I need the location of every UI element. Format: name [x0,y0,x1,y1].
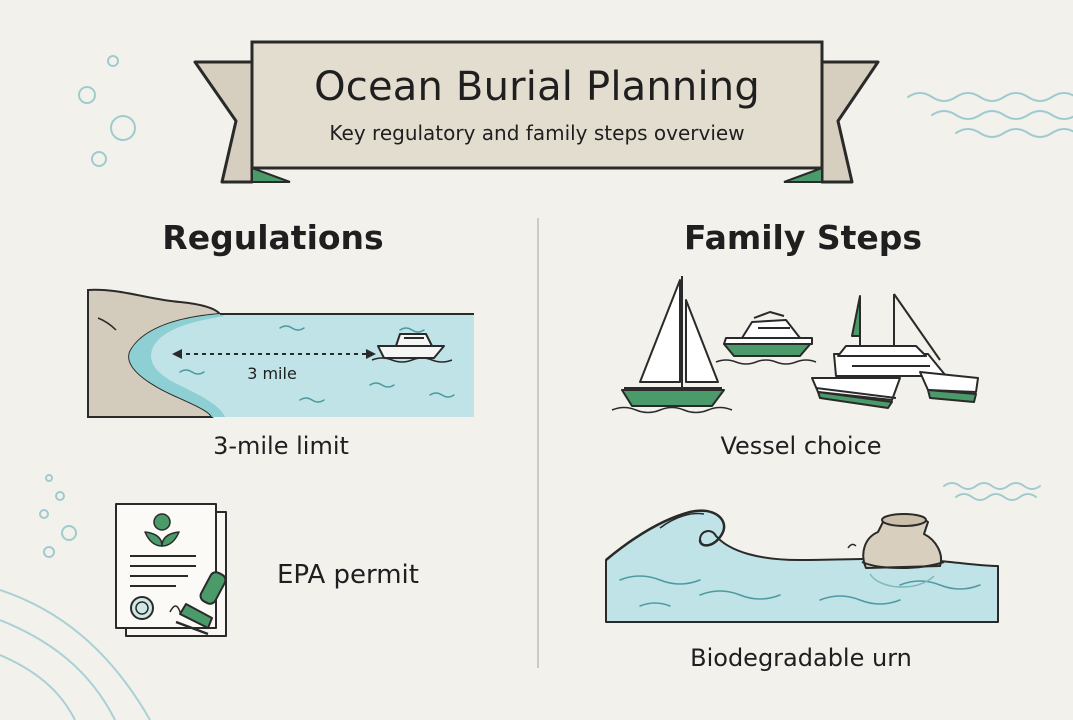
sailboat-icon [611,276,733,414]
page-title: Ocean Burial Planning [314,64,760,110]
bubbles-mid-left [39,474,77,558]
vessels-illustration [611,276,979,414]
permit-document-icon [115,503,227,637]
regulations-heading: Regulations [162,218,384,257]
vessel-choice-label: Vessel choice [720,432,882,460]
waves-top-right [907,92,1073,138]
page-subtitle: Key regulatory and family steps overview [329,121,745,145]
urn-icon [861,513,945,588]
family-steps-heading: Family Steps [683,218,923,257]
catamaran-icon [811,293,979,409]
biodegradable-urn-label: Biodegradable urn [690,644,912,672]
boat-icon [371,333,453,363]
stamp-icon [175,571,227,636]
urn-wave-illustration [605,509,999,623]
bubbles-top-left [78,55,136,167]
waves-bottom-left [0,589,151,720]
waves-mid-right [943,482,1041,501]
title-banner [193,40,880,184]
three-mile-map [87,288,474,418]
epa-permit-label: EPA permit [277,560,419,590]
leaf-emblem-icon [144,513,180,547]
distance-label: 3 mile [247,364,297,383]
motor-yacht-icon [715,311,817,365]
three-mile-limit-label: 3-mile limit [213,432,349,460]
